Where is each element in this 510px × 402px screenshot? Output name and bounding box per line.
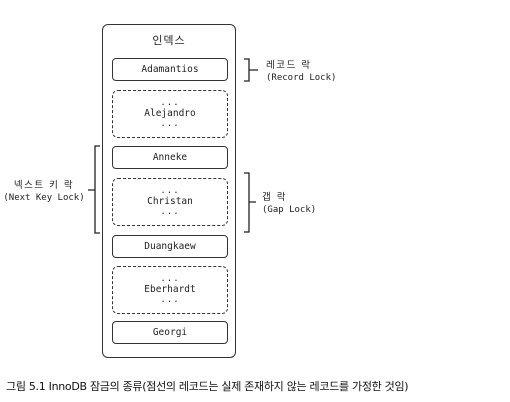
gap-dots-top: ...	[160, 186, 180, 197]
next-key-lock-label-en: (Next Key Lock)	[3, 193, 85, 203]
record-anneke: Anneke	[112, 146, 228, 169]
gap-record-eberhardt: ... Eberhardt ...	[112, 266, 228, 314]
record-lock-label: 레코드 락 (Record Lock)	[266, 60, 336, 84]
index-container	[102, 24, 236, 358]
gap-lock-label-ko: 갭 락	[262, 192, 287, 203]
next-key-lock-label: 넥스트 키 락 (Next Key Lock)	[2, 180, 86, 204]
record-lock-label-en: (Record Lock)	[266, 73, 337, 83]
record-duangkaew: Duangkaew	[112, 235, 228, 258]
gap-lock-label-en: (Gap Lock)	[262, 205, 317, 215]
index-title: 인덱스	[152, 34, 186, 47]
record-lock-label-ko: 레코드 락	[266, 60, 312, 71]
gap-lock-bracket	[244, 172, 256, 233]
gap-dots-top: ...	[160, 98, 180, 109]
gap-record-name: Eberhardt	[144, 283, 196, 295]
gap-dots-bottom: ...	[160, 295, 180, 306]
figure-caption: 그림 5.1 InnoDB 잠금의 종류(점선의 레코드는 실제 존재하지 않는…	[6, 380, 409, 393]
record-lock-bracket	[244, 58, 258, 82]
gap-dots-bottom: ...	[160, 207, 180, 218]
gap-dots-top: ...	[160, 274, 180, 285]
gap-record-christan: ... Christan ...	[112, 178, 228, 226]
gap-record-alejandro: ... Alejandro ...	[112, 90, 228, 138]
gap-record-name: Alejandro	[144, 107, 196, 119]
next-key-lock-bracket	[88, 145, 100, 234]
next-key-lock-label-ko: 넥스트 키 락	[13, 180, 75, 191]
gap-lock-label: 갭 락 (Gap Lock)	[262, 192, 316, 216]
gap-record-name: Christan	[147, 195, 193, 207]
gap-dots-bottom: ...	[160, 119, 180, 130]
record-adamantios: Adamantios	[112, 58, 228, 81]
record-georgi: Georgi	[112, 321, 228, 344]
